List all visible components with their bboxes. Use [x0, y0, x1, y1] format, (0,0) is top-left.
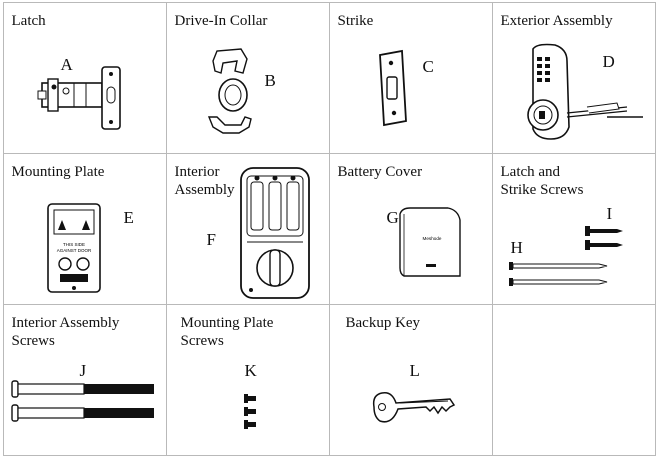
part-letter: D	[602, 51, 615, 71]
part-letter: E	[123, 207, 134, 227]
interior-assembly-illustration	[239, 166, 310, 299]
part-letter: L	[409, 360, 420, 380]
part-cell-backup-key: Backup Key L	[328, 303, 493, 456]
part-label: Battery Cover	[337, 163, 423, 180]
backup-key-illustration	[372, 391, 455, 422]
mounting-plate-illustration: THIS SIDE AGAINST DOOR	[46, 202, 101, 293]
part-cell-interior-assembly: Interior Assembly F	[165, 152, 330, 305]
part-letter: I	[606, 203, 613, 223]
part-cell-latch: Latch A	[2, 1, 167, 154]
part-label: Latch and Strike Screws	[500, 163, 584, 198]
latch-illustration	[37, 65, 121, 130]
part-label: Strike	[337, 12, 374, 29]
part-cell-latch-and-strike-screws: Latch and Strike Screws I H	[491, 152, 656, 305]
part-cell-mounting-plate-screws: Mounting Plate Screws K	[165, 303, 330, 456]
battery-cover-illustration: Meshode	[398, 206, 461, 277]
part-cell-exterior-assembly: Exterior Assembly D	[491, 1, 656, 154]
part-letter: G	[386, 207, 399, 227]
interior-assembly-screws-illustration	[10, 379, 154, 422]
part-letter: F	[206, 229, 216, 249]
empty-cell	[491, 303, 656, 456]
strike-screws-illustration	[584, 225, 623, 250]
exterior-assembly-illustration	[526, 43, 643, 140]
part-label: Interior Assembly	[174, 163, 235, 198]
part-cell-battery-cover: Battery Cover G Meshode	[328, 152, 493, 305]
part-letter: K	[244, 360, 257, 380]
part-letter-h: H	[510, 237, 523, 257]
part-letter: C	[422, 56, 434, 76]
part-label: Mounting Plate	[11, 163, 105, 180]
strike-illustration	[378, 49, 407, 126]
part-label: Backup Key	[345, 314, 421, 331]
part-label: Mounting Plate Screws	[180, 314, 274, 349]
part-label: Interior Assembly Screws	[11, 314, 120, 349]
mounting-plate-text-2: AGAINST DOOR	[56, 248, 91, 253]
latch-screws-illustration	[508, 261, 607, 286]
part-cell-interior-assembly-screws: Interior Assembly Screws J	[2, 303, 167, 456]
drive-in-collar-illustration	[207, 47, 252, 134]
part-letter: J	[79, 360, 87, 380]
battery-cover-brand: Meshode	[422, 236, 441, 241]
part-letter: B	[264, 70, 276, 90]
part-letter: A	[60, 54, 73, 74]
mounting-plate-text-1: THIS SIDE	[62, 242, 84, 247]
part-cell-strike: Strike C	[328, 1, 493, 154]
part-label: Drive-In Collar	[174, 12, 268, 29]
part-cell-mounting-plate: Mounting Plate E THIS SIDE AGAINST DOOR	[2, 152, 167, 305]
part-cell-drive-in-collar: Drive-In Collar B	[165, 1, 330, 154]
part-label: Latch	[11, 12, 46, 29]
mounting-plate-screws-illustration	[243, 393, 256, 429]
part-label: Exterior Assembly	[500, 12, 613, 29]
